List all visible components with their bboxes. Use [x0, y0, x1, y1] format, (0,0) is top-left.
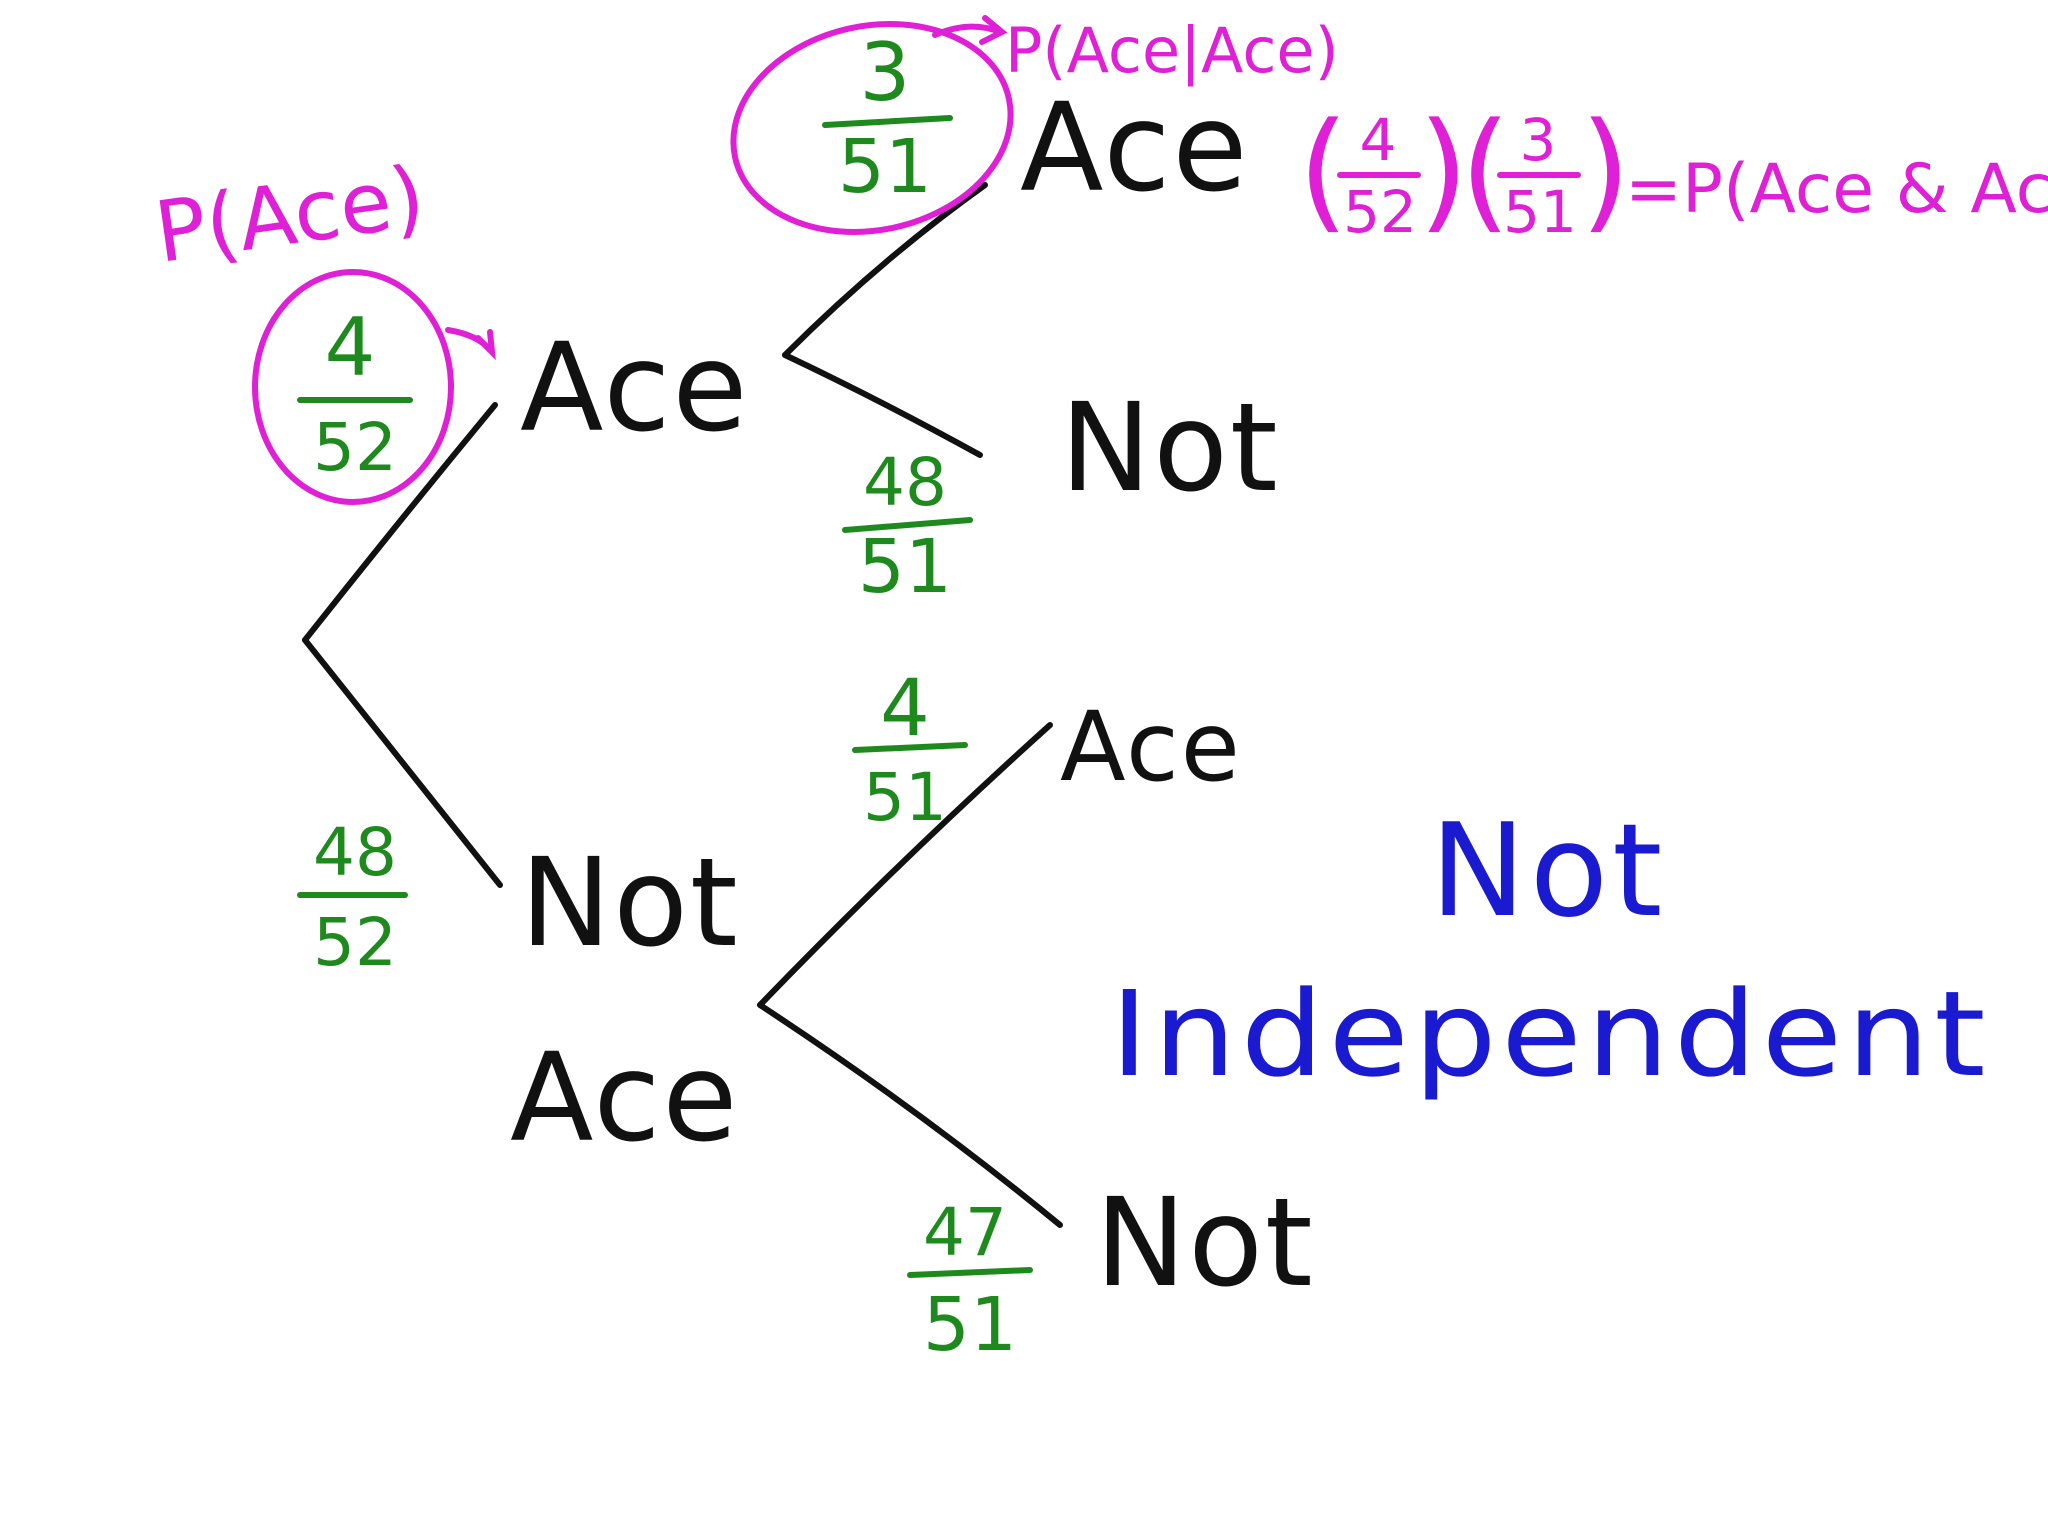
fraction-bar [842, 517, 973, 533]
product-factor2-num: 3 [1520, 106, 1557, 174]
fraction-numerator: 47 [923, 1194, 1007, 1271]
conclusion: Not Independent [1110, 797, 1990, 1103]
arrow-head-first-ace [475, 329, 496, 361]
product-close-paren-2: ) [1580, 94, 1631, 246]
fraction-denominator: 51 [858, 524, 952, 610]
product-open-paren-1: ( [1298, 94, 1349, 246]
fraction-numerator: 4 [880, 664, 930, 754]
fraction-denominator: 51 [838, 124, 932, 210]
fraction-denominator: 52 [313, 904, 397, 981]
fraction-first-ace: 4 52 [297, 301, 413, 486]
branch-root-to-ace [302, 402, 498, 643]
branch-not-ace-to-not [757, 1002, 1063, 1228]
branch-root-to-not-ace [302, 637, 503, 888]
circle-ace-given-ace-probability [730, 21, 1014, 235]
node-second-not-after-ace: Not [1060, 377, 1280, 519]
fraction-first-not-ace: 48 52 [297, 814, 408, 981]
probability-fractions: 4 52 48 52 3 51 48 51 4 51 [297, 26, 1033, 1368]
fraction-bar [907, 1267, 1033, 1278]
fraction-bar [822, 115, 953, 128]
product-close-paren-1: ) [1418, 94, 1469, 246]
fraction-numerator: 3 [860, 26, 911, 119]
conclusion-line1: Not [1430, 797, 1666, 946]
fraction-numerator: 4 [325, 301, 376, 394]
product-result: =P(Ace & Ace) [1625, 150, 2048, 229]
node-first-ace: Ace [520, 317, 749, 459]
node-second-ace-after-not-ace: Ace [1060, 691, 1242, 803]
node-second-ace-after-ace: Ace [1020, 77, 1249, 219]
fraction-not-given-ace: 48 51 [842, 444, 973, 610]
fraction-ace-given-not-ace: 4 51 [852, 664, 968, 836]
label-p-ace: P(Ace) [149, 147, 430, 282]
magenta-annotations: P(Ace) P(Ace|Ace) ( 4 52 ) ( 3 51 ) =P(A… [149, 14, 2048, 505]
conclusion-line2: Independent [1110, 965, 1990, 1103]
product-open-paren-2: ( [1460, 94, 1511, 246]
branch-ace-to-not [782, 352, 983, 458]
fraction-denominator: 52 [313, 409, 397, 486]
circle-first-ace-probability [252, 269, 454, 505]
fraction-ace-given-ace: 3 51 [822, 26, 953, 210]
fraction-numerator: 48 [863, 444, 947, 521]
node-first-not-ace-line1: Not [520, 832, 740, 974]
branch-lines [302, 182, 1063, 1228]
product-equation: ( 4 52 ) ( 3 51 ) =P(Ace & Ace) [1298, 94, 2048, 246]
branch-ace-to-ace [782, 182, 988, 358]
label-p-ace-given-ace: P(Ace|Ace) [1005, 14, 1339, 88]
arrow-to-ace-given-ace-label [932, 23, 1003, 38]
fraction-not-given-not-ace: 47 51 [907, 1194, 1033, 1368]
branch-not-ace-to-ace [757, 722, 1053, 1008]
product-factor1-num: 4 [1360, 106, 1397, 174]
fraction-denominator: 51 [923, 1282, 1017, 1368]
node-second-not-after-not-ace: Not [1095, 1172, 1315, 1314]
node-first-not-ace-line2: Ace [510, 1027, 739, 1169]
product-factor1-den: 52 [1343, 178, 1417, 246]
fraction-numerator: 48 [313, 814, 397, 891]
fraction-denominator: 51 [863, 759, 947, 836]
fraction-bar [852, 742, 968, 753]
node-labels: Ace Not Ace Ace Not Ace Not [510, 77, 1315, 1314]
product-factor2-den: 51 [1503, 178, 1577, 246]
arrow-head-ace-given-ace [979, 15, 1008, 45]
